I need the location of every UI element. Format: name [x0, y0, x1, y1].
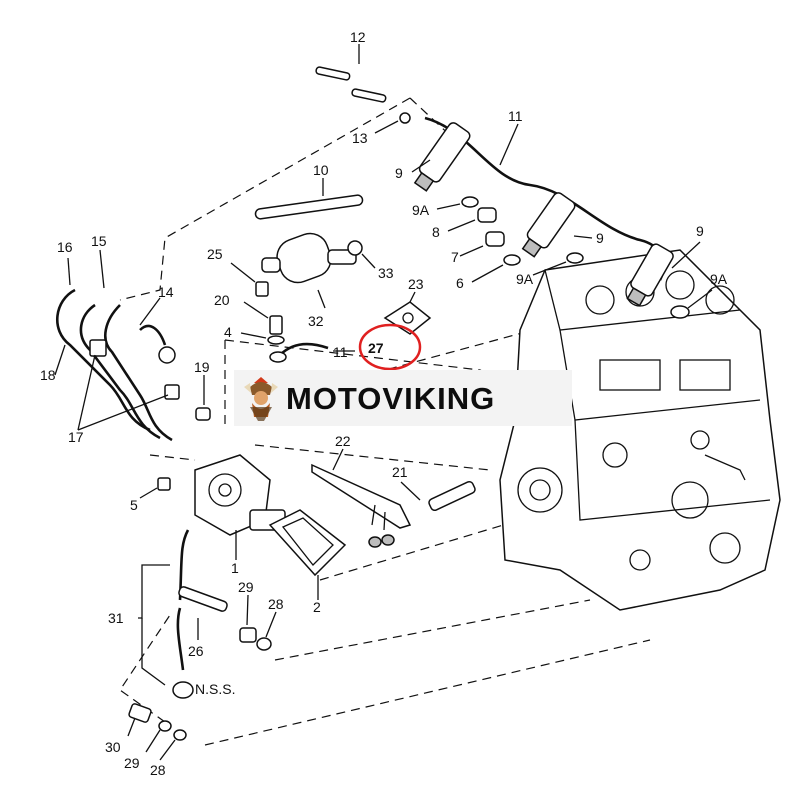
part-9-injectors: [411, 122, 701, 307]
part-25-bolt: [230, 262, 269, 297]
callout-27: 27: [368, 340, 384, 356]
callout-11-pipe: 11: [333, 344, 348, 360]
callout-9-c: 9: [696, 223, 704, 239]
part-20-bolt: [243, 301, 283, 335]
part-13-seal: [374, 112, 411, 134]
part-23-gasket: [383, 291, 432, 335]
callout-12: 12: [350, 29, 366, 45]
part-28-washer: [256, 611, 277, 651]
callout-28-b: 28: [150, 762, 166, 778]
callout-8: 8: [432, 224, 440, 240]
callout-labels: 12 11 13 9 10 9A 8 9 9 7 9A 6 9A 25 33 2…: [40, 29, 728, 778]
part-11-pipe: [269, 342, 355, 363]
part-29-collar: [239, 594, 257, 643]
part-26-shaft: [176, 529, 228, 671]
callout-11-top: 11: [508, 108, 523, 124]
part-31-bracket-line: [138, 564, 170, 686]
part-10-bar: [254, 178, 364, 220]
part-12-rods: [315, 44, 387, 103]
part-33-clip: [347, 240, 376, 269]
part-1-injection-pump: [194, 454, 286, 560]
nss-cap: [172, 681, 194, 699]
callout-33: 33: [378, 265, 394, 281]
part-19-nut: [195, 375, 211, 421]
part-4-washer: [240, 332, 285, 345]
part-30-bolt: [127, 703, 152, 737]
callout-30: 30: [105, 739, 121, 755]
callout-18: 18: [40, 367, 56, 383]
callout-29-b: 29: [124, 755, 140, 771]
engine-block: [499, 249, 781, 611]
callout-17: 17: [68, 429, 84, 445]
callout-2: 2: [313, 599, 321, 615]
callout-14: 14: [158, 284, 174, 300]
callout-25: 25: [207, 246, 223, 262]
callout-31: 31: [108, 610, 124, 626]
callout-13: 13: [352, 130, 368, 146]
brand-name: MOTOVIKING: [286, 381, 496, 416]
callout-nss: N.S.S.: [195, 681, 235, 697]
part-2-pump-gasket: [268, 509, 347, 600]
washer-stack: [436, 196, 713, 319]
callout-23: 23: [408, 276, 424, 292]
callout-9A-a: 9A: [412, 202, 430, 218]
injection-lines: [54, 249, 180, 442]
callout-1: 1: [231, 560, 239, 576]
callout-20: 20: [214, 292, 230, 308]
lower-washers: [145, 720, 187, 761]
callout-9A-b: 9A: [516, 271, 534, 287]
part-5-screw: [139, 477, 171, 499]
callout-19: 19: [194, 359, 210, 375]
part-27-highlight: [358, 323, 422, 371]
callout-16: 16: [57, 239, 73, 255]
viking-warrior-icon: [244, 377, 278, 421]
callout-9-b: 9: [596, 230, 604, 246]
callout-6: 6: [456, 275, 464, 291]
callout-9A-c: 9A: [710, 271, 728, 287]
callout-5: 5: [130, 497, 138, 513]
callout-26: 26: [188, 643, 204, 659]
callout-29-a: 29: [238, 579, 254, 595]
callout-15: 15: [91, 233, 107, 249]
callout-28-a: 28: [268, 596, 284, 612]
part-21-glow-plug: [400, 480, 476, 512]
bracket-screws: [368, 534, 395, 548]
watermark-banner: MOTOVIKING: [234, 370, 572, 426]
callout-32: 32: [308, 313, 324, 329]
callout-4: 4: [224, 324, 232, 340]
callout-9-a: 9: [395, 165, 403, 181]
callout-22: 22: [335, 433, 351, 449]
callout-21: 21: [392, 464, 408, 480]
part-22-bracket: [311, 448, 412, 548]
part-32-fuel-filter: [261, 232, 357, 309]
highlight-circle: [358, 323, 422, 371]
callout-7: 7: [451, 249, 459, 265]
callout-10: 10: [313, 162, 329, 178]
